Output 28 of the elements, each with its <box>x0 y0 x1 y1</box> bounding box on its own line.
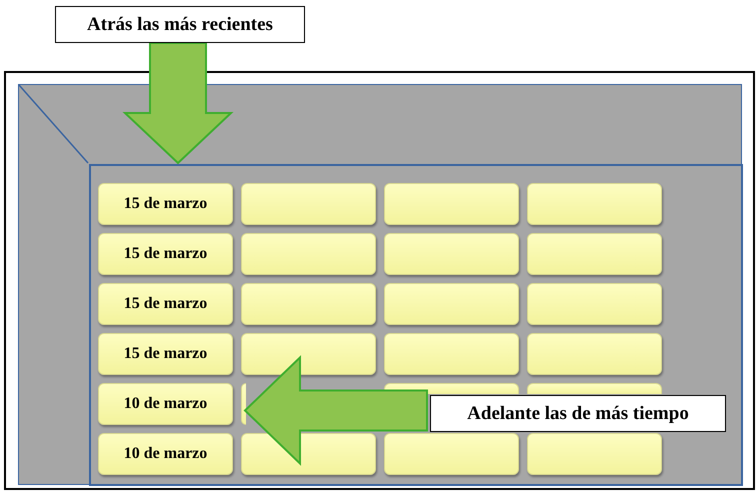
note-box <box>384 333 519 375</box>
note-box <box>384 233 519 275</box>
note-box <box>527 333 662 375</box>
note-box <box>241 183 376 225</box>
block-arrow <box>122 42 234 164</box>
note-box <box>241 233 376 275</box>
note-box <box>527 283 662 325</box>
note-box: 15 de marzo <box>98 233 233 275</box>
note-box: Atrás las más recientes <box>55 6 305 43</box>
note-box <box>241 333 376 375</box>
note-box: 15 de marzo <box>98 183 233 225</box>
note-box <box>241 283 376 325</box>
note-box <box>527 383 662 394</box>
note-box <box>384 183 519 225</box>
empty-card <box>241 383 246 425</box>
note-box: 10 de marzo <box>98 383 233 425</box>
block-arrow <box>244 355 428 466</box>
note-box: 15 de marzo <box>98 283 233 325</box>
note-box: Adelante las de más tiempo <box>430 395 726 432</box>
note-box <box>241 433 376 475</box>
note-box <box>384 433 519 475</box>
note-box: 10 de marzo <box>98 433 233 475</box>
note-box <box>384 283 519 325</box>
note-box: 15 de marzo <box>98 333 233 375</box>
note-box <box>527 433 662 475</box>
note-box <box>527 233 662 275</box>
note-box <box>527 183 662 225</box>
note-box <box>89 164 743 486</box>
